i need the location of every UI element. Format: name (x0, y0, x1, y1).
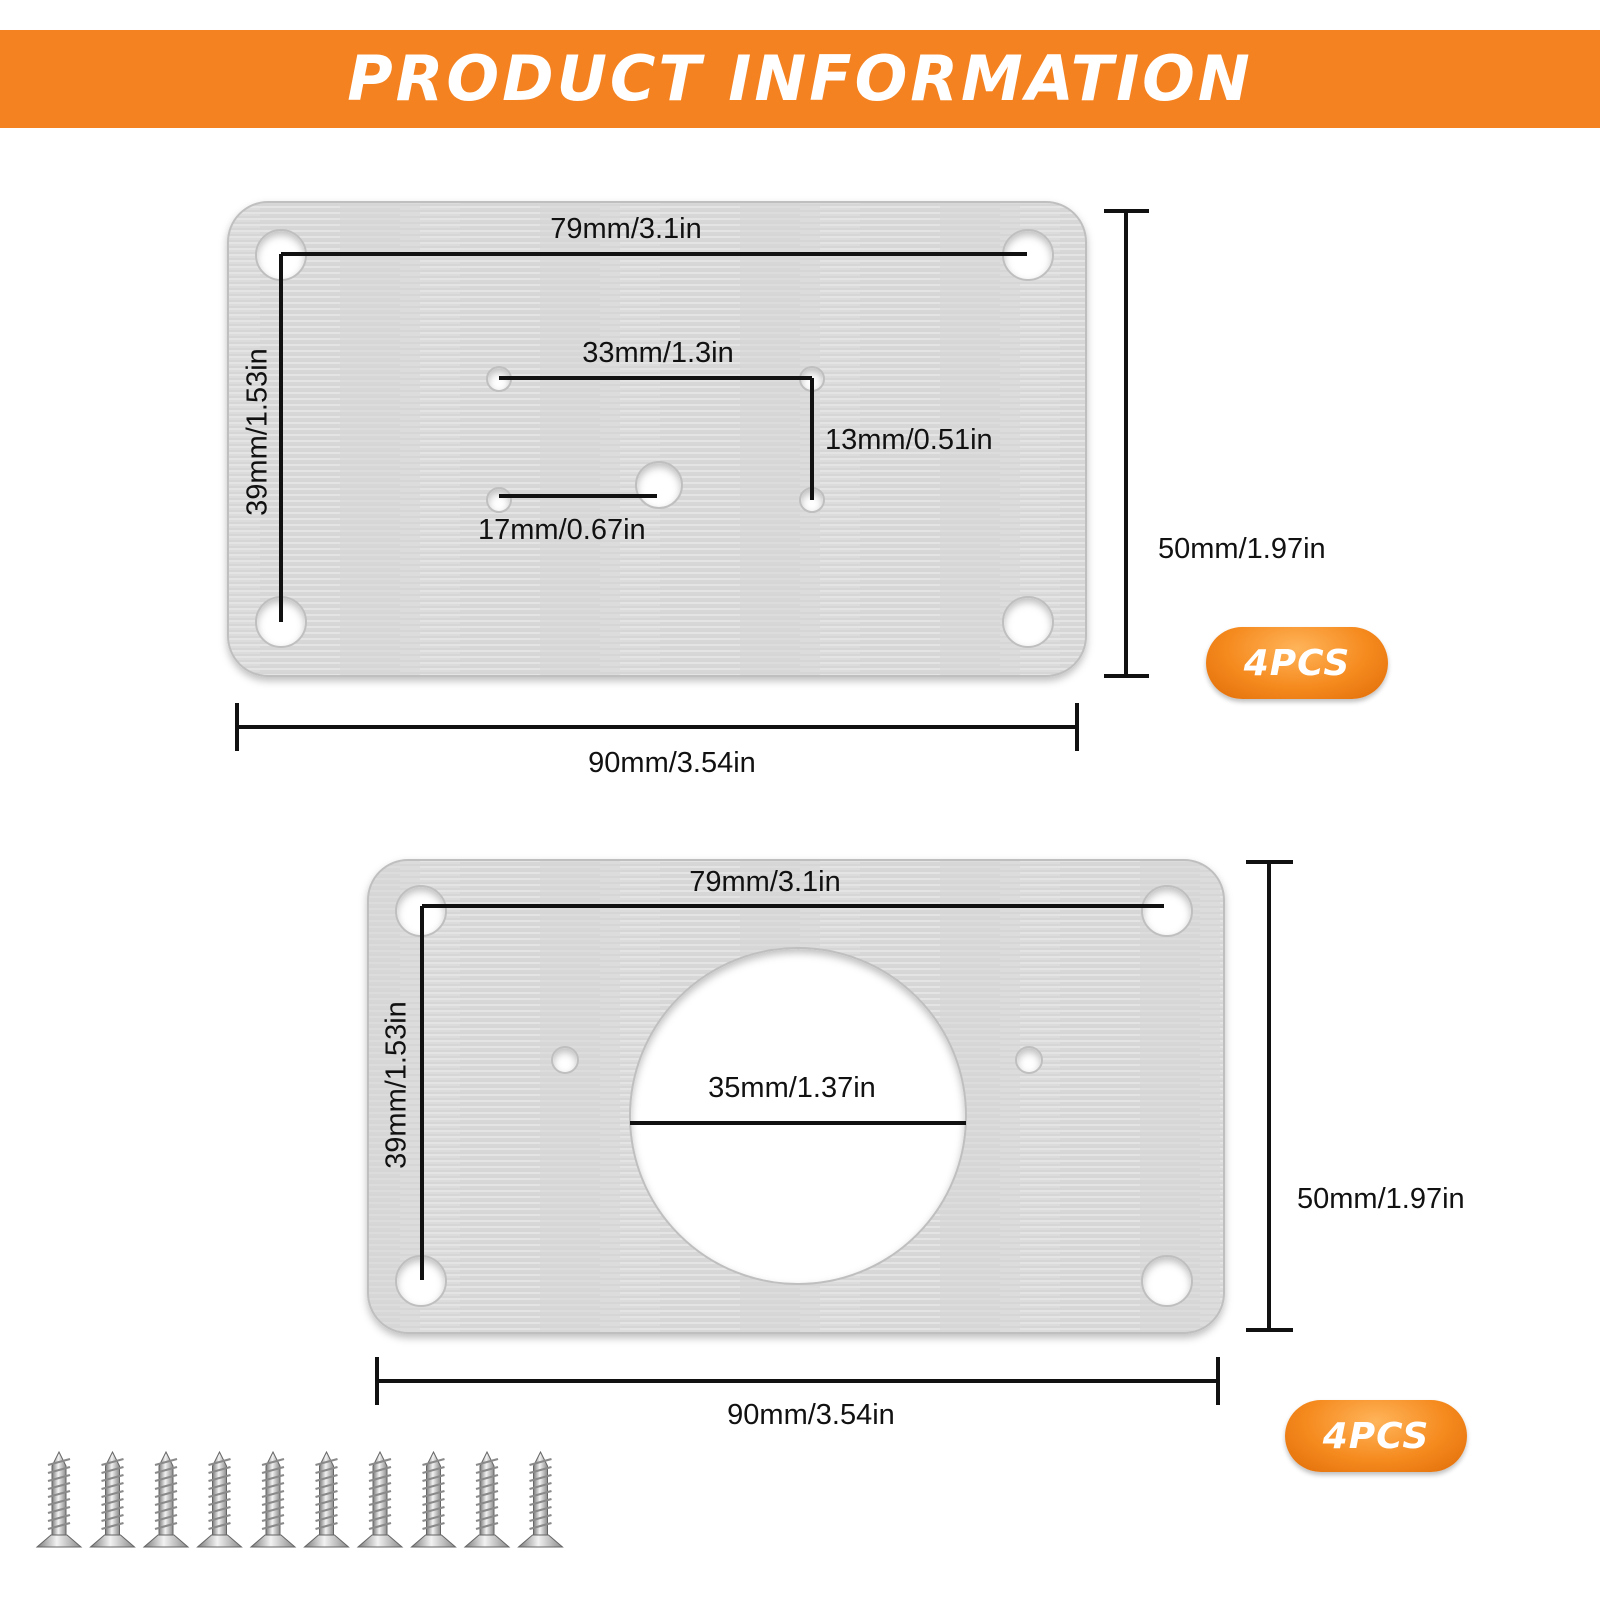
plate-b-quantity-label: 4PCS (1322, 1415, 1430, 1457)
plate-a-side-span-label: 39mm/1.53in (241, 348, 274, 516)
screw-icon (517, 1450, 564, 1548)
screw-icon (142, 1450, 190, 1548)
screw-icon (196, 1450, 243, 1548)
mounting-plate-a (227, 201, 1149, 751)
screw-icon (89, 1450, 136, 1548)
plate-a-top-span-label: 79mm/3.1in (550, 213, 702, 245)
plate-b-height-label: 50mm/1.97in (1297, 1183, 1465, 1215)
plate-a-height-label: 50mm/1.97in (1158, 533, 1326, 565)
plate-a-inner-drop-label: 13mm/0.51in (825, 424, 993, 456)
plate-a-lower-span-label: 17mm/0.67in (478, 514, 646, 546)
plate-a-width-label: 90mm/3.54in (588, 747, 756, 779)
page-title: PRODUCT INFORMATION (347, 42, 1253, 115)
plate-b-top-span-label: 79mm/3.1in (689, 866, 841, 898)
plate-b-quantity-badge: 4PCS (1285, 1400, 1467, 1472)
screw-icon (410, 1450, 457, 1548)
dimension-lines-a (235, 209, 1149, 751)
dimension-lines-b (375, 860, 1293, 1405)
screw-icon (249, 1450, 297, 1548)
screw-icon (463, 1450, 511, 1548)
plate-b-side-span-label: 39mm/1.53in (380, 1001, 413, 1169)
plate-b-width-label: 90mm/3.54in (727, 1399, 895, 1431)
screw-icon (303, 1450, 350, 1548)
plate-a-quantity-badge: 4PCS (1206, 627, 1388, 699)
screw-set (35, 1450, 564, 1548)
screw-icon (356, 1450, 404, 1548)
plate-b-center-hole-label: 35mm/1.37in (708, 1072, 876, 1104)
plate-a-inner-span-label: 33mm/1.3in (582, 337, 734, 369)
header-banner: PRODUCT INFORMATION (0, 30, 1600, 128)
mounting-plate-b (367, 859, 1293, 1405)
plate-a-quantity-label: 4PCS (1243, 642, 1351, 684)
screw-icon (35, 1450, 83, 1548)
